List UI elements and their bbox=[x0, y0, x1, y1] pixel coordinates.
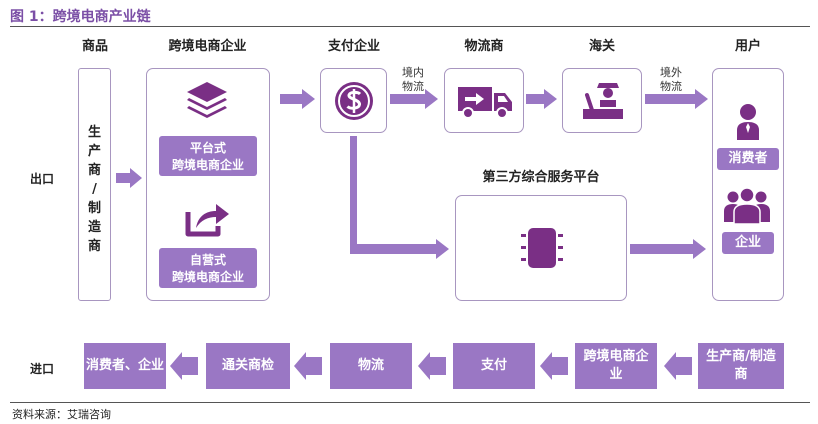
producer-vertical-text: 生 产 商 / 制 造 商 bbox=[87, 125, 101, 254]
inbound-logistics-label: 境内 物流 bbox=[402, 66, 424, 93]
top-rule bbox=[10, 26, 810, 27]
header-ecommerce: 跨境电商企业 bbox=[168, 39, 247, 54]
import-arrow-4 bbox=[540, 352, 568, 380]
outbound-logistics-label: 境外 物流 bbox=[660, 66, 682, 93]
import-arrow-1 bbox=[170, 352, 198, 380]
arrow-payment-to-platform bbox=[350, 136, 449, 259]
consumer-icon bbox=[737, 104, 759, 140]
producer-box: 生 产 商 / 制 造 商 bbox=[78, 68, 111, 301]
truck-icon bbox=[458, 87, 512, 119]
arrow-payment-to-logistics bbox=[390, 89, 438, 109]
import-ecommerce: 跨境电商企业 bbox=[575, 343, 657, 389]
source-note: 资料来源：艾瑞咨询 bbox=[12, 408, 111, 421]
payment-box bbox=[320, 68, 387, 133]
share-icon bbox=[185, 204, 229, 237]
header-logistics: 物流商 bbox=[464, 39, 504, 54]
header-goods: 商品 bbox=[81, 39, 108, 54]
chip-icon bbox=[521, 228, 563, 268]
import-label: 进口 bbox=[30, 362, 55, 376]
bottom-rule bbox=[10, 402, 810, 403]
enterprise-group-icon bbox=[724, 187, 770, 225]
customs-box bbox=[562, 68, 642, 133]
arrow-platform-to-users bbox=[630, 239, 706, 259]
export-label: 出口 bbox=[30, 172, 55, 186]
arrow-logistics-to-customs bbox=[526, 89, 557, 109]
customs-officer-icon bbox=[583, 83, 623, 119]
logistics-box bbox=[444, 68, 524, 133]
platform-label: 平台式 跨境电商企业 bbox=[159, 136, 257, 176]
third-party-title: 第三方综合服务平台 bbox=[482, 170, 600, 185]
enterprise-label: 企业 bbox=[722, 232, 774, 254]
header-payment: 支付企业 bbox=[327, 39, 380, 54]
import-customs-inspection: 通关商检 bbox=[206, 343, 290, 389]
import-arrow-3 bbox=[418, 352, 446, 380]
header-users: 用户 bbox=[734, 39, 761, 54]
arrow-customs-to-users bbox=[645, 89, 708, 109]
selfrun-label: 自营式 跨境电商企业 bbox=[159, 248, 257, 288]
import-producer: 生产商/制造商 bbox=[698, 343, 784, 389]
arrow-ecommerce-to-payment bbox=[280, 89, 315, 109]
arrow-producer-to-ecommerce bbox=[116, 168, 142, 188]
import-consumer-enterprise: 消费者、企业 bbox=[84, 343, 166, 389]
import-arrow-2 bbox=[294, 352, 322, 380]
import-arrow-5 bbox=[664, 352, 692, 380]
dollar-coin-icon bbox=[335, 82, 373, 120]
import-payment: 支付 bbox=[453, 343, 535, 389]
consumer-label: 消费者 bbox=[717, 148, 779, 170]
header-customs: 海关 bbox=[588, 39, 615, 54]
import-logistics: 物流 bbox=[330, 343, 412, 389]
figure-title: 图 1：跨境电商产业链 bbox=[10, 9, 151, 25]
third-party-box bbox=[455, 195, 627, 301]
layers-icon bbox=[187, 82, 227, 118]
